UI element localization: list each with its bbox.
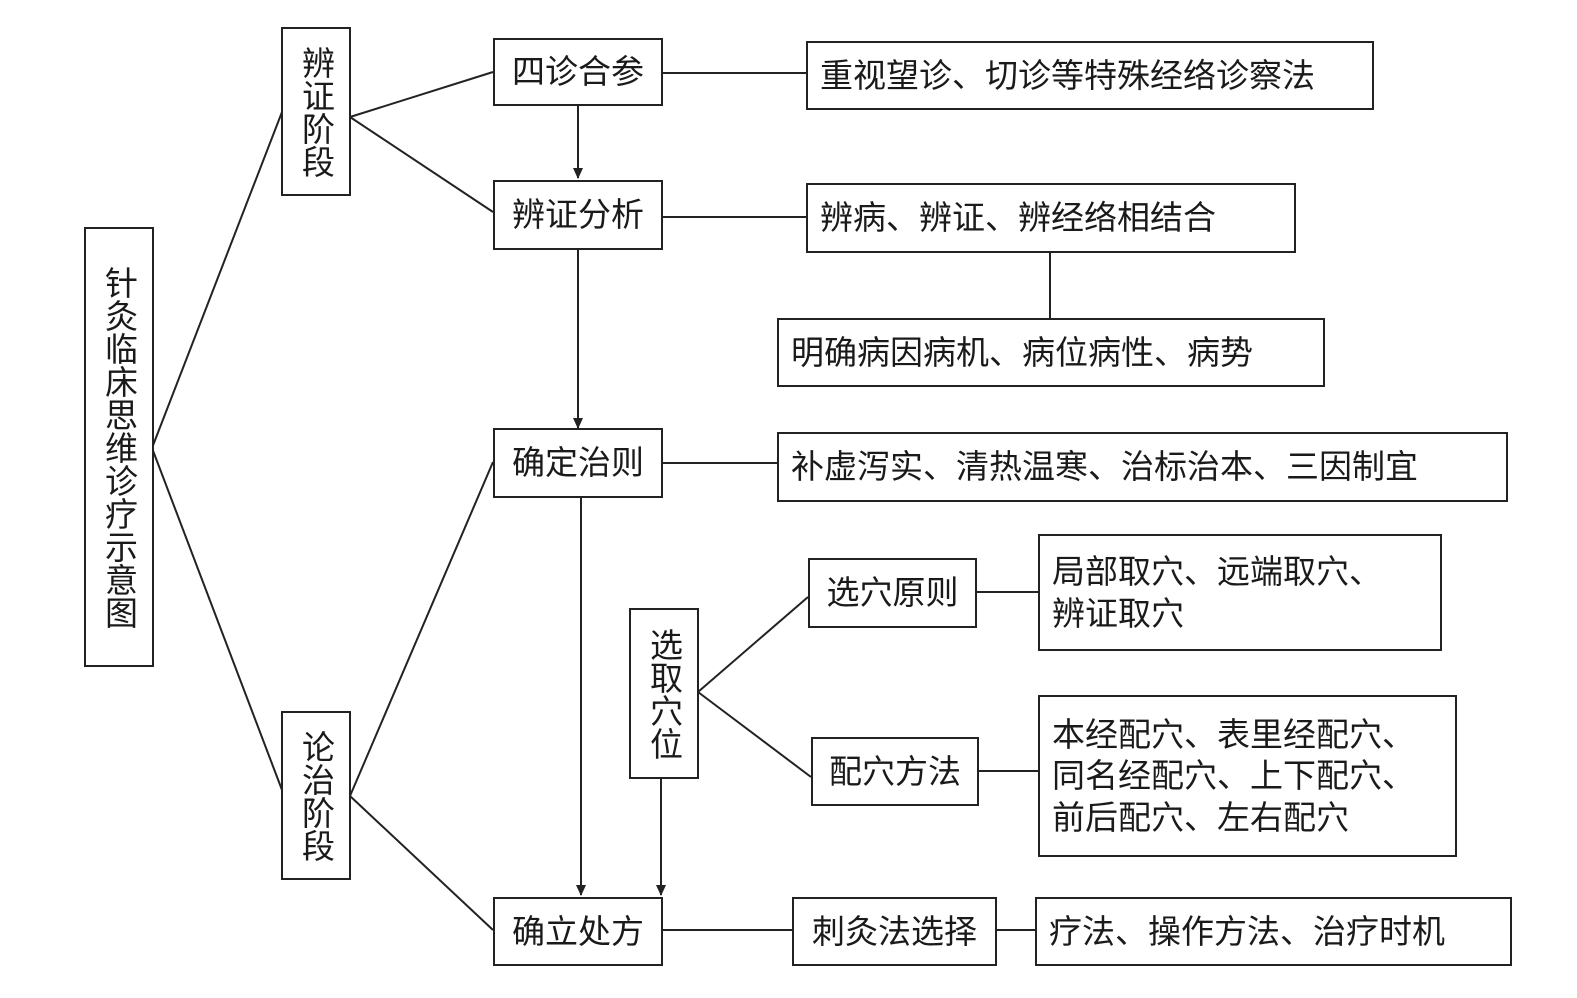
- pairing-detail-line: 前后配穴、左右配穴: [1052, 797, 1349, 837]
- line-treat-rx: [349, 795, 494, 931]
- pairing-detail-line: 同名经配穴、上下配穴、: [1052, 756, 1415, 796]
- selection-principle-node: 选穴原则: [808, 558, 977, 628]
- diagnosis-stage-node: 辨证阶段: [281, 27, 351, 196]
- selection-detail: 局部取穴、远端取穴、 辨证取穴: [1038, 534, 1442, 651]
- line-diag-analysis: [349, 116, 494, 213]
- selection-detail-line: 辨证取穴: [1052, 593, 1184, 633]
- prescription-node: 确立处方: [493, 897, 663, 966]
- syndrome-analysis-node: 辨证分析: [493, 180, 663, 250]
- pairing-detail-line: 本经配穴、表里经配穴、: [1052, 715, 1415, 755]
- line-root-diag: [151, 111, 283, 449]
- line-diag-four: [349, 71, 494, 118]
- four-diagnosis-node: 四诊合参: [493, 38, 663, 106]
- treatment-principle-node: 确定治则: [493, 428, 663, 498]
- emphasis-detail: 重视望诊、切诊等特殊经络诊察法: [806, 41, 1374, 110]
- line-treat-principle: [349, 461, 494, 797]
- line-select-rule: [697, 596, 809, 693]
- line-select-pair: [697, 691, 812, 778]
- clarify-detail: 明确病因病机、病位病性、病势: [777, 318, 1325, 387]
- principle-detail: 补虚泻实、清热温寒、治标治本、三因制宜: [777, 432, 1508, 502]
- needling-method-node: 刺灸法选择: [792, 897, 997, 966]
- pairing-detail: 本经配穴、表里经配穴、 同名经配穴、上下配穴、 前后配穴、左右配穴: [1038, 695, 1457, 857]
- selection-detail-line: 局部取穴、远端取穴、: [1052, 552, 1382, 592]
- treatment-stage-node: 论治阶段: [281, 711, 351, 880]
- select-points-node: 选取穴位: [629, 608, 699, 779]
- line-root-treat: [151, 447, 283, 791]
- course-detail: 疗法、操作方法、治疗时机: [1035, 897, 1512, 966]
- pairing-method-node: 配穴方法: [811, 737, 979, 806]
- combination-detail: 辨病、辨证、辨经络相结合: [806, 183, 1296, 253]
- root-node: 针灸临床思维诊疗示意图: [84, 227, 154, 667]
